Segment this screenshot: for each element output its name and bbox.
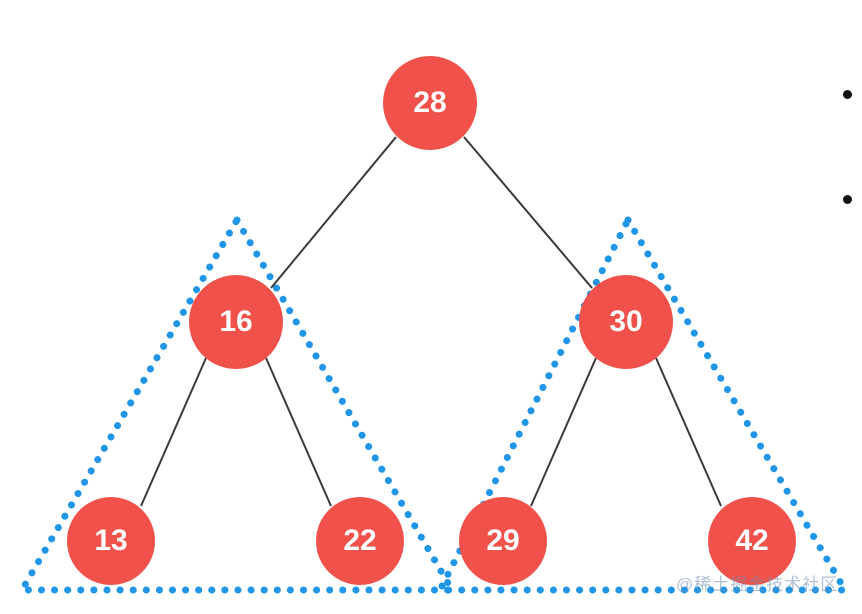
edge-root-to-left bbox=[270, 136, 397, 289]
node-left-label: 16 bbox=[219, 305, 252, 338]
node-left-right[interactable]: 22 bbox=[316, 497, 404, 585]
node-root-label: 28 bbox=[413, 86, 446, 119]
node-left-circle[interactable] bbox=[189, 275, 283, 369]
node-right-left-circle[interactable] bbox=[459, 497, 547, 585]
list-bullet-icon-2 bbox=[843, 195, 852, 204]
node-right-left[interactable]: 29 bbox=[459, 497, 547, 585]
node-root-circle[interactable] bbox=[383, 56, 477, 150]
tree-edge-group bbox=[140, 136, 722, 507]
node-left[interactable]: 16 bbox=[189, 275, 283, 369]
node-root[interactable]: 28 bbox=[383, 56, 477, 150]
edge-left-to-left-right bbox=[265, 357, 332, 507]
node-right[interactable]: 30 bbox=[579, 275, 673, 369]
edge-right-to-right-right bbox=[655, 357, 722, 507]
node-right-left-label: 29 bbox=[486, 524, 519, 557]
tree-node-group: 28 16 30 13 22 29 bbox=[67, 56, 796, 585]
node-right-label: 30 bbox=[609, 305, 642, 338]
edge-left-to-left-left bbox=[140, 357, 207, 507]
node-left-left-label: 13 bbox=[94, 524, 127, 557]
node-right-right[interactable]: 42 bbox=[708, 497, 796, 585]
subtree-triangle-group bbox=[15, 212, 852, 594]
list-bullet-icon-1 bbox=[843, 90, 852, 99]
node-right-circle[interactable] bbox=[579, 275, 673, 369]
edge-right-to-right-left bbox=[530, 357, 597, 507]
node-left-right-circle[interactable] bbox=[316, 497, 404, 585]
node-left-right-label: 22 bbox=[343, 524, 376, 557]
left-subtree-triangle bbox=[15, 213, 459, 594]
edge-root-to-right bbox=[463, 136, 593, 289]
watermark-text: @稀土掘金技术社区 bbox=[676, 575, 839, 594]
node-right-right-circle[interactable] bbox=[708, 497, 796, 585]
node-left-left[interactable]: 13 bbox=[67, 497, 155, 585]
node-left-left-circle[interactable] bbox=[67, 497, 155, 585]
right-subtree-triangle bbox=[434, 212, 852, 594]
node-right-right-label: 42 bbox=[735, 524, 768, 557]
